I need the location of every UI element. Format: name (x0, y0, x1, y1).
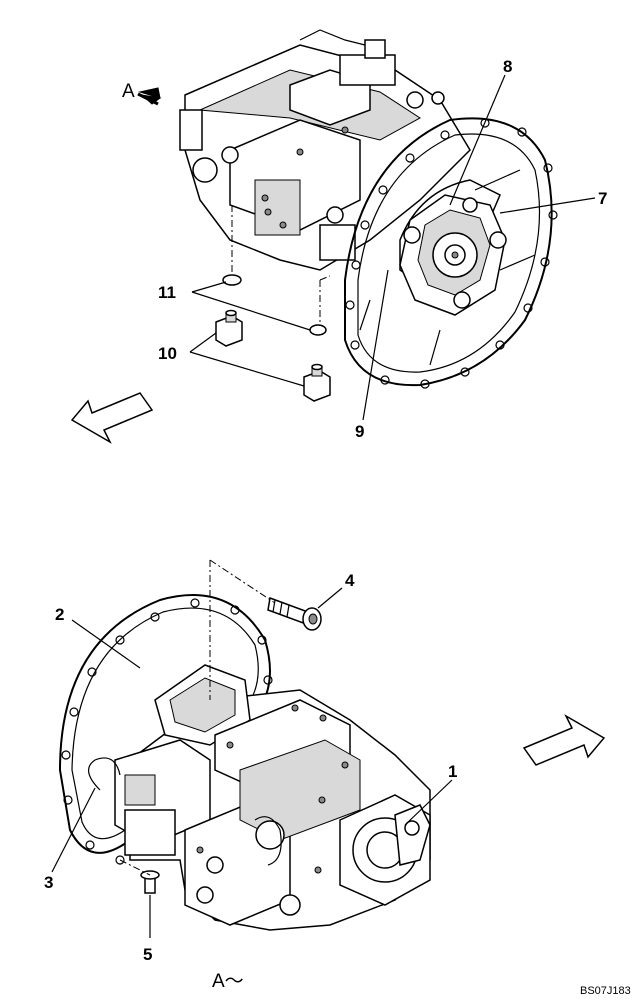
callout-4: 4 (345, 571, 355, 590)
view-arrow-a (137, 87, 162, 106)
callout-11: 11 (158, 283, 176, 302)
top-pump-assembly (179, 29, 471, 271)
direction-arrow-top (70, 392, 154, 444)
fitting-upper (215, 309, 243, 347)
view-marker: A (122, 81, 135, 102)
top-coupling-flange (344, 117, 558, 389)
cap-screw (267, 596, 322, 631)
direction-arrow-bottom (522, 714, 606, 766)
callout-9: 9 (355, 422, 364, 441)
callout-10: 10 (158, 344, 177, 363)
leader-lines-bottom (51, 587, 453, 938)
callout-3: 3 (44, 873, 53, 892)
view-caption: A～ (212, 971, 244, 992)
fitting-lower (303, 363, 331, 402)
drawing-code: BS07J183 (580, 985, 631, 997)
o-ring-upper (222, 274, 242, 286)
leader-lines-top (189, 74, 596, 421)
small-bolt (140, 870, 160, 894)
bottom-pump-body (88, 664, 431, 931)
o-ring-lower (309, 324, 327, 336)
callout-1: 1 (448, 762, 457, 781)
callout-2: 2 (55, 605, 64, 624)
callout-5: 5 (143, 945, 152, 964)
callout-8: 8 (503, 57, 512, 76)
bottom-coupling-flange (58, 594, 273, 865)
callout-7: 7 (598, 189, 607, 208)
